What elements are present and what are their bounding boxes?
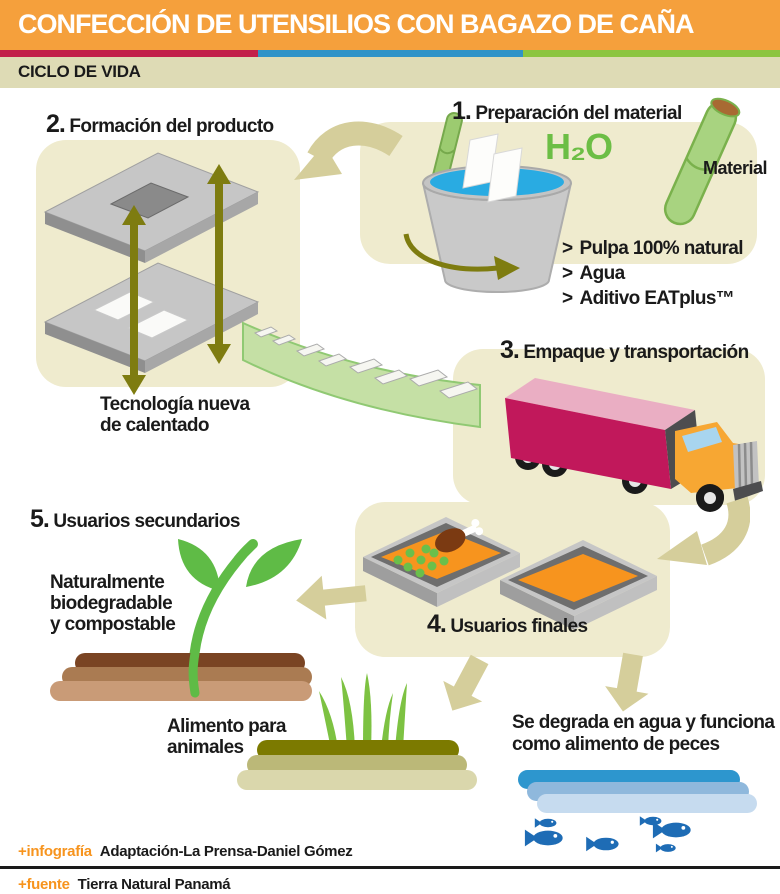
- bullet-icon: >: [562, 238, 573, 259]
- water-fish-illustration: [518, 770, 757, 853]
- truck-illustration: [505, 378, 763, 512]
- step2-number: 2.: [46, 110, 66, 138]
- ingredient-item: >Aditivo EATplus™: [562, 288, 735, 309]
- peas: [393, 544, 449, 578]
- header-bar: [0, 0, 780, 50]
- grass-blades: [319, 673, 407, 749]
- pulp-sheet: [487, 147, 523, 203]
- fish-feed-caption: Se degrada en agua y funciona como alime…: [512, 712, 775, 755]
- section-band: [0, 57, 780, 88]
- arrow-step4-to-grass-icon: [443, 654, 489, 711]
- step4-number: 4.: [427, 610, 447, 638]
- bullet-icon: >: [562, 288, 573, 309]
- sheets-on-belt: [253, 326, 479, 399]
- h2o-label: H₂O: [545, 126, 613, 167]
- tray-with-food: [363, 517, 520, 607]
- rotation-arrow-icon: [403, 233, 520, 280]
- fish-school: [524, 816, 691, 853]
- plant-leaf: [178, 539, 220, 591]
- cab: [675, 422, 763, 512]
- ingredient-item: >Pulpa 100% natural: [562, 238, 744, 259]
- press-motion-arrow-icon: [207, 164, 231, 364]
- molded-sheet: [126, 309, 190, 339]
- step4-label: 4. Usuarios finales: [427, 610, 588, 638]
- step2-label: 2. Formación del producto: [46, 110, 274, 138]
- empty-tray: [500, 540, 657, 630]
- footer-divider: [0, 866, 780, 869]
- water-layers: [518, 770, 757, 813]
- divider-stripe-blue: [258, 50, 523, 57]
- press-plates-illustration: [43, 152, 260, 395]
- ingredient-item: >Agua: [562, 263, 625, 284]
- arrow-step4-to-water-icon: [605, 652, 649, 712]
- windshield: [682, 427, 722, 452]
- arrow-step3-to-step4-icon: [657, 496, 750, 566]
- grass-illustration: [237, 673, 477, 790]
- cane-illustration: [663, 97, 741, 226]
- infographic-credit-label: +infografía: [18, 843, 92, 860]
- step1-number: 1.: [452, 97, 472, 125]
- press-motion-arrow-icon: [122, 205, 146, 395]
- step1-label: 1. Preparación del material: [452, 97, 682, 125]
- conveyor-illustration: [242, 321, 481, 429]
- bucket-illustration: [403, 111, 572, 293]
- ingredients-list: >Pulpa 100% natural >Agua >Aditivo EATpl…: [562, 236, 744, 311]
- bumper: [733, 481, 763, 501]
- step5-label: 5. Usuarios secundarios: [30, 505, 240, 533]
- top-plate: [43, 152, 260, 263]
- divider-stripe-red: [0, 50, 258, 57]
- source-credit-label: +fuente: [18, 876, 70, 893]
- plant-leaf: [246, 539, 302, 587]
- step3-number: 3.: [500, 336, 520, 364]
- bottom-plate: [43, 262, 260, 373]
- trailer: [505, 378, 701, 489]
- step3-label: 3. Empaque y transportación: [500, 336, 749, 364]
- molded-sheet: [92, 291, 156, 321]
- ground-layers: [237, 740, 477, 790]
- arrow-step4-to-step5-icon: [296, 575, 367, 620]
- arrow-step1-to-step2-icon: [294, 121, 403, 180]
- main-title: CONFECCIÓN DE UTENSILIOS CON BAGAZO DE C…: [18, 9, 695, 39]
- plant-illustration: [50, 539, 312, 701]
- material-label: Material: [703, 158, 768, 178]
- divider-stripe-green: [523, 50, 780, 57]
- drumstick: [435, 519, 484, 553]
- animal-feed-caption: Alimento para animales: [167, 716, 287, 758]
- cane-cut-end: [710, 97, 741, 118]
- heating-technology-caption: Tecnología nueva de calentado: [100, 394, 250, 436]
- biodegradable-caption: Naturalmente biodegradable y compostable: [50, 572, 176, 635]
- step5-number: 5.: [30, 505, 50, 533]
- section-title: CICLO DE VIDA: [18, 62, 141, 81]
- trays-illustration: [363, 517, 657, 630]
- bullet-icon: >: [562, 263, 573, 284]
